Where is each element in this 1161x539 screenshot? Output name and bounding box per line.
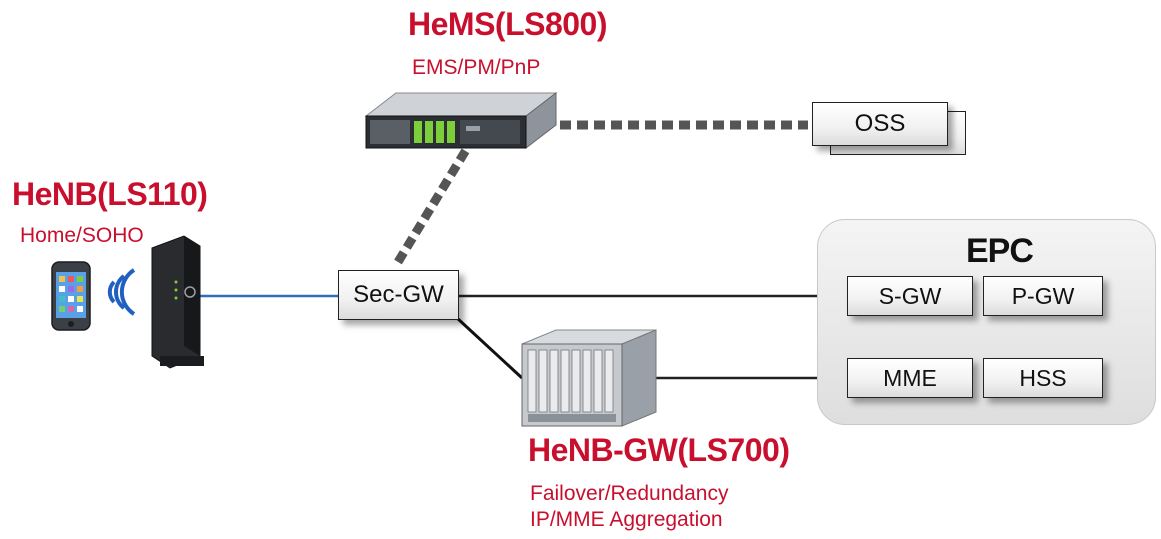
- henb-gw-subtitle-1: Failover/Redundancy: [530, 482, 729, 505]
- p-gw-box: P-GW: [983, 276, 1103, 316]
- hss-box: HSS: [983, 358, 1103, 398]
- hems-server-icon: [364, 91, 558, 150]
- mme-box: MME: [847, 358, 973, 398]
- hems-subtitle: EMS/PM/PnP: [412, 56, 541, 79]
- s-gw-box: S-GW: [847, 276, 973, 316]
- smartphone-icon: [51, 261, 91, 331]
- henb-gw-title: HeNB-GW(LS700): [528, 432, 790, 468]
- secgw-henbgw-link: [455, 316, 524, 380]
- henb-title: HeNB(LS110): [12, 176, 208, 212]
- epc-title: EPC: [966, 232, 1034, 270]
- henb-device-icon: [151, 235, 204, 369]
- henb-subtitle: Home/SOHO: [20, 224, 144, 247]
- wireless-signal-icon: [107, 268, 136, 316]
- hems-title: HeMS(LS800): [408, 6, 608, 42]
- henb-gw-subtitle-2: IP/MME Aggregation: [530, 508, 723, 531]
- secgw-hems-dotted-link: [394, 147, 470, 265]
- sec-gw-box: Sec-GW: [338, 270, 459, 320]
- oss-box: OSS: [812, 102, 948, 146]
- henb-gw-chassis-icon: [521, 329, 657, 427]
